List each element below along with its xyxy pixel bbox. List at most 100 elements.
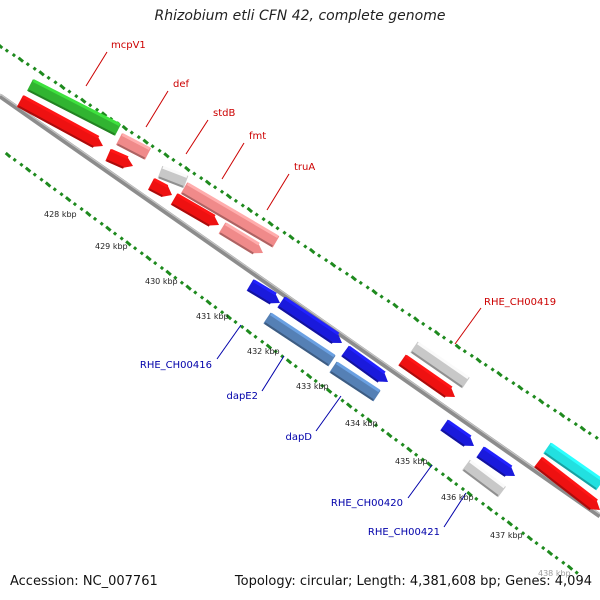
gene-label[interactable]: def — [173, 79, 190, 90]
gene-feature[interactable] — [341, 345, 392, 388]
outer-tick — [427, 326, 433, 331]
outer-tick — [413, 316, 420, 323]
outer-tick — [421, 321, 426, 327]
outer-tick — [275, 226, 280, 231]
gene-labels: mcpV1 def stdB fmt truA RHE_CH00416 dapE2 dapD R… — [111, 40, 556, 538]
outer-tick — [254, 212, 259, 217]
inner-tick — [105, 225, 112, 232]
gene-feature[interactable] — [277, 296, 345, 349]
gene-feature[interactable] — [116, 133, 151, 160]
gene-label[interactable]: mcpV1 — [111, 40, 146, 51]
gene-label[interactable]: RHE_CH00420 — [331, 498, 403, 509]
outer-tick — [525, 390, 530, 395]
outer-tick — [594, 435, 599, 440]
gene-highlight — [550, 442, 600, 482]
kbp-label: 437 kbp — [490, 531, 523, 540]
gene-feature[interactable] — [543, 442, 600, 491]
gene-shadow — [181, 192, 273, 248]
gene-body — [246, 279, 281, 304]
gene-shadow — [462, 469, 499, 497]
tick-marks — [0, 42, 599, 575]
gene-feature[interactable] — [105, 148, 135, 172]
inner-tick — [79, 206, 84, 212]
gene-shadow — [171, 203, 210, 227]
label-leaders — [85, 51, 482, 528]
gene-label[interactable]: dapD — [285, 432, 312, 443]
gene-label[interactable]: RHE_CH00419 — [484, 297, 556, 308]
outer-tick — [462, 349, 467, 354]
topology-text: Topology: circular; Length: 4,381,608 bp… — [234, 574, 592, 589]
gene-feature[interactable] — [147, 178, 175, 201]
gene-highlight — [469, 460, 506, 489]
inner-tick — [173, 275, 178, 280]
label-leader-line — [145, 90, 169, 128]
gene-shadow — [27, 89, 116, 136]
gene-feature[interactable] — [16, 95, 106, 151]
outer-tick — [142, 138, 149, 145]
inner-tick — [380, 427, 385, 433]
outer-tick — [433, 329, 441, 337]
gene-body — [341, 345, 388, 383]
inner-tick — [139, 251, 144, 256]
inner-tick — [574, 570, 579, 575]
inner-tick — [420, 457, 425, 462]
outer-tick — [88, 103, 93, 108]
outer-tick — [25, 62, 30, 67]
gene-feature[interactable] — [263, 312, 336, 367]
inner-tick — [240, 324, 245, 330]
gene-label[interactable]: fmt — [249, 131, 266, 142]
inner-tick — [260, 339, 265, 344]
gene-shadow — [106, 159, 124, 169]
gene-body — [170, 193, 219, 226]
inner-tick — [59, 192, 64, 197]
gene-shadow — [247, 289, 271, 305]
gene-label[interactable]: RHE_CH00416 — [140, 360, 212, 371]
inner-tick — [112, 231, 118, 236]
outer-tick — [316, 253, 322, 258]
outer-tick — [308, 247, 316, 255]
inner-tick — [494, 511, 499, 516]
label-leader-line — [185, 119, 209, 155]
gene-feature[interactable] — [27, 79, 121, 136]
outer-tick — [240, 203, 245, 208]
gene-feature[interactable] — [534, 456, 600, 515]
inner-tick — [333, 393, 338, 398]
gene-feature[interactable] — [410, 341, 470, 389]
inner-tick — [219, 310, 225, 315]
gene-highlight — [405, 354, 453, 390]
gene-feature[interactable] — [476, 446, 518, 482]
inner-tick — [199, 295, 205, 300]
outer-tick — [100, 111, 108, 118]
inner-tick — [520, 531, 526, 536]
gene-feature[interactable] — [157, 165, 189, 189]
inner-tick — [514, 526, 519, 531]
gene-shadow — [278, 306, 333, 344]
gene-label[interactable]: truA — [294, 162, 315, 173]
gene-label[interactable]: RHE_CH00421 — [368, 527, 440, 538]
outer-tick — [225, 193, 233, 200]
outer-tick — [517, 384, 524, 391]
gene-feature[interactable] — [170, 193, 223, 230]
gene-body — [534, 456, 600, 511]
outer-tick — [573, 421, 578, 427]
gene-feature[interactable] — [180, 182, 280, 248]
inner-tick — [265, 343, 273, 350]
inner-tick — [64, 196, 72, 203]
gene-shadow — [477, 456, 506, 477]
gene-feature[interactable] — [218, 222, 267, 258]
inner-tick — [32, 172, 37, 177]
gene-feature[interactable] — [398, 354, 458, 403]
outer-tick — [490, 367, 495, 372]
label-leader-line — [216, 324, 242, 360]
gene-feature[interactable] — [440, 419, 477, 452]
gene-feature[interactable] — [462, 459, 506, 498]
gene-feature[interactable] — [246, 279, 284, 308]
gene-body — [116, 133, 151, 160]
outer-tick — [74, 93, 79, 99]
gene-label[interactable]: dapE2 — [226, 391, 258, 402]
gene-label[interactable]: stdB — [213, 108, 235, 119]
outer-tick — [303, 244, 308, 249]
gene-feature[interactable] — [329, 361, 381, 402]
inner-tick — [566, 564, 574, 571]
